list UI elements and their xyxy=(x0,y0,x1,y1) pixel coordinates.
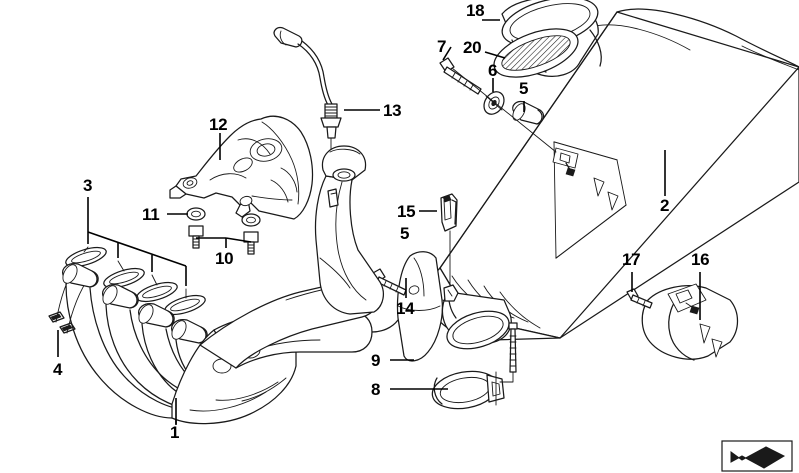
shield-screw-right xyxy=(243,231,259,255)
heat-shield-bracket xyxy=(396,251,444,362)
callout-number-7: 7 xyxy=(437,37,447,56)
callout-number-18: 18 xyxy=(466,1,485,20)
pipe-mount-tab xyxy=(443,284,459,302)
rubber-bushing-sleeve-lower xyxy=(441,194,457,231)
manifold-gasket-set xyxy=(65,197,206,316)
connector-pipe xyxy=(441,291,512,350)
callout-number-5-lower: 5 xyxy=(400,224,410,243)
orientation-arrow-marker xyxy=(721,440,793,472)
callout-number-16: 16 xyxy=(691,250,710,269)
callout-number-20: 20 xyxy=(463,38,482,57)
callout-number-5-upper: 5 xyxy=(519,79,529,98)
header-flange-3 xyxy=(138,302,175,328)
callout-number-10: 10 xyxy=(215,249,234,268)
callout-number-14: 14 xyxy=(396,299,415,318)
callout-number-9: 9 xyxy=(371,351,381,370)
header-flange-2 xyxy=(102,283,139,309)
shield-washer-right xyxy=(241,213,261,227)
callout-number-11: 11 xyxy=(142,205,160,224)
callout-number-6: 6 xyxy=(488,61,498,80)
callout-number-3: 3 xyxy=(83,176,93,195)
callout-number-1: 1 xyxy=(170,423,180,442)
gasket-ring-2 xyxy=(103,267,145,289)
clamp-bracket xyxy=(48,265,91,357)
callout-number-15: 15 xyxy=(397,202,416,221)
strap-screw xyxy=(626,288,653,309)
shield-screw-left xyxy=(188,225,204,249)
muffler-mounting-strap xyxy=(641,283,739,361)
shield-washer-left xyxy=(186,207,206,221)
callout-number-4: 4 xyxy=(53,360,63,379)
muffler-silencer-body xyxy=(426,8,799,342)
rubber-bushing-sleeve-upper xyxy=(512,100,545,125)
gasket-ring-1 xyxy=(65,246,107,268)
hex-bolt xyxy=(439,57,482,95)
callout-number-12: 12 xyxy=(209,115,228,134)
gasket-ring-3 xyxy=(136,281,178,303)
callout-number-13: 13 xyxy=(383,101,402,120)
callout-number-17: 17 xyxy=(622,250,641,269)
callout-number-8: 8 xyxy=(371,380,381,399)
exhaust-manifold-header xyxy=(62,145,399,425)
callout-leader-lines xyxy=(167,19,701,425)
callout-number-2: 2 xyxy=(660,196,670,215)
header-flange-1 xyxy=(62,262,99,288)
header-flange-4 xyxy=(171,318,208,344)
end-cap-gasket-ring xyxy=(493,28,579,78)
heat-shield-plate xyxy=(169,115,314,220)
pipe-clamp xyxy=(431,322,518,410)
grommet-washer xyxy=(483,91,505,115)
retaining-clip xyxy=(440,193,458,291)
